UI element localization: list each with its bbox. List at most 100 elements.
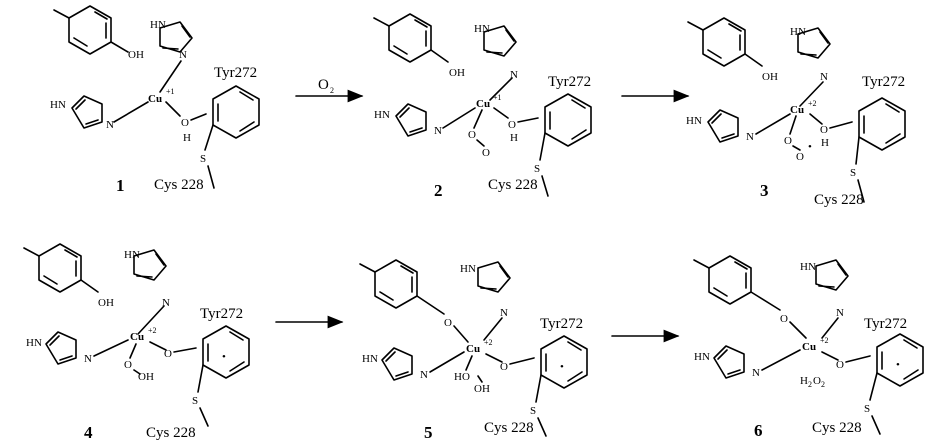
svg-text:Cu: Cu	[476, 98, 490, 110]
svg-text:N: N	[752, 367, 760, 379]
svg-text:O: O	[813, 375, 821, 387]
structure-4: OH HN N HN N Cu +2 O OH O • Tyr272 S Cys…	[23, 243, 250, 442]
svg-text:N: N	[746, 131, 754, 143]
svg-text:N: N	[162, 297, 170, 309]
svg-text:+1: +1	[493, 93, 502, 102]
svg-text:+2: +2	[148, 326, 157, 335]
svg-text:S: S	[200, 153, 206, 165]
svg-text:Tyr272: Tyr272	[548, 74, 591, 90]
svg-text:O: O	[318, 77, 329, 93]
svg-text:HN: HN	[474, 23, 490, 35]
svg-text:2: 2	[434, 181, 443, 200]
svg-text:N: N	[434, 125, 442, 137]
svg-text:O: O	[468, 129, 476, 141]
svg-text:N: N	[106, 119, 114, 131]
svg-text:HN: HN	[790, 26, 806, 38]
svg-text:HN: HN	[374, 109, 390, 121]
svg-text:O: O	[164, 348, 172, 360]
structure-6: O HN N HN N Cu +2 H 2 O 2 O • Tyr272 S C…	[693, 255, 924, 440]
arrow-o2: O 2	[295, 77, 364, 103]
svg-text:•: •	[222, 351, 226, 363]
svg-text:O: O	[181, 117, 189, 129]
svg-text:O: O	[780, 313, 788, 325]
svg-text:Cu: Cu	[466, 343, 480, 355]
svg-text:O: O	[820, 124, 828, 136]
svg-text:Cu: Cu	[790, 104, 804, 116]
svg-text:O: O	[836, 359, 844, 371]
svg-text:S: S	[192, 395, 198, 407]
svg-text:Tyr272: Tyr272	[862, 74, 905, 90]
svg-text:HN: HN	[800, 261, 816, 273]
svg-text:N: N	[84, 353, 92, 365]
svg-text:OH: OH	[474, 383, 490, 395]
svg-text:N: N	[179, 49, 187, 61]
svg-text:Cu: Cu	[130, 331, 144, 343]
svg-text:N: N	[510, 69, 518, 81]
svg-text:•: •	[560, 361, 564, 373]
svg-text:O: O	[796, 151, 804, 163]
svg-text:HN: HN	[362, 353, 378, 365]
svg-text:N: N	[500, 307, 508, 319]
svg-text:Tyr272: Tyr272	[214, 65, 257, 81]
svg-text:Tyr272: Tyr272	[864, 316, 907, 332]
svg-text:N: N	[836, 307, 844, 319]
svg-text:N: N	[820, 71, 828, 83]
svg-text:O: O	[508, 119, 516, 131]
svg-text:Tyr272: Tyr272	[200, 306, 243, 322]
svg-text:N: N	[420, 369, 428, 381]
svg-text:S: S	[850, 167, 856, 179]
svg-text:+2: +2	[820, 336, 829, 345]
svg-text:O: O	[500, 361, 508, 373]
svg-text:Cys 228: Cys 228	[154, 177, 204, 193]
svg-text:Cys 228: Cys 228	[146, 425, 196, 441]
svg-text:HN: HN	[124, 249, 140, 261]
svg-text:HN: HN	[460, 263, 476, 275]
svg-text:S: S	[864, 403, 870, 415]
svg-text:2: 2	[808, 380, 812, 389]
svg-text:Cu: Cu	[148, 93, 162, 105]
svg-text:+2: +2	[484, 338, 493, 347]
svg-text:6: 6	[754, 421, 763, 440]
structure-3: OH HN N HN N Cu +2 O O • O H Tyr272 S Cy…	[686, 17, 906, 208]
svg-text:OH: OH	[138, 371, 154, 383]
svg-text:Cys 228: Cys 228	[484, 420, 534, 436]
svg-text:HO: HO	[454, 371, 470, 383]
svg-text:O: O	[124, 359, 132, 371]
svg-text:Cys 228: Cys 228	[812, 420, 862, 436]
svg-text:S: S	[530, 405, 536, 417]
svg-text:3: 3	[760, 181, 769, 200]
svg-text:H: H	[183, 132, 191, 144]
structure-2: OH HN N HN N Cu +1 O O O H Tyr272 S Cys …	[373, 13, 592, 200]
svg-text:H: H	[510, 132, 518, 144]
svg-text:•: •	[808, 141, 812, 153]
svg-text:HN: HN	[686, 115, 702, 127]
svg-text:HN: HN	[150, 19, 166, 31]
svg-text:Cys 228: Cys 228	[488, 177, 538, 193]
svg-text:HN: HN	[26, 337, 42, 349]
svg-text:H: H	[821, 137, 829, 149]
svg-text:+2: +2	[808, 99, 817, 108]
svg-text:O: O	[784, 135, 792, 147]
svg-text:OH: OH	[762, 71, 778, 83]
svg-text:+1: +1	[166, 87, 175, 96]
svg-text:HN: HN	[50, 99, 66, 111]
svg-text:OH: OH	[128, 49, 144, 61]
svg-text:Cu: Cu	[802, 341, 816, 353]
svg-text:S: S	[534, 163, 540, 175]
structure-5: O HN N HN N Cu +2 HO OH O • Tyr272 S Cys…	[359, 259, 588, 442]
svg-text:OH: OH	[449, 67, 465, 79]
svg-text:5: 5	[424, 423, 433, 442]
svg-text:•: •	[896, 359, 900, 371]
svg-text:Tyr272: Tyr272	[540, 316, 583, 332]
svg-text:O: O	[482, 147, 490, 159]
svg-text:OH: OH	[98, 297, 114, 309]
svg-text:H: H	[800, 375, 808, 387]
svg-text:HN: HN	[694, 351, 710, 363]
svg-text:2: 2	[330, 86, 334, 95]
svg-text:4: 4	[84, 423, 93, 442]
svg-text:1: 1	[116, 176, 125, 195]
svg-text:Cys 228: Cys 228	[814, 192, 864, 208]
svg-text:2: 2	[821, 380, 825, 389]
svg-text:O: O	[444, 317, 452, 329]
